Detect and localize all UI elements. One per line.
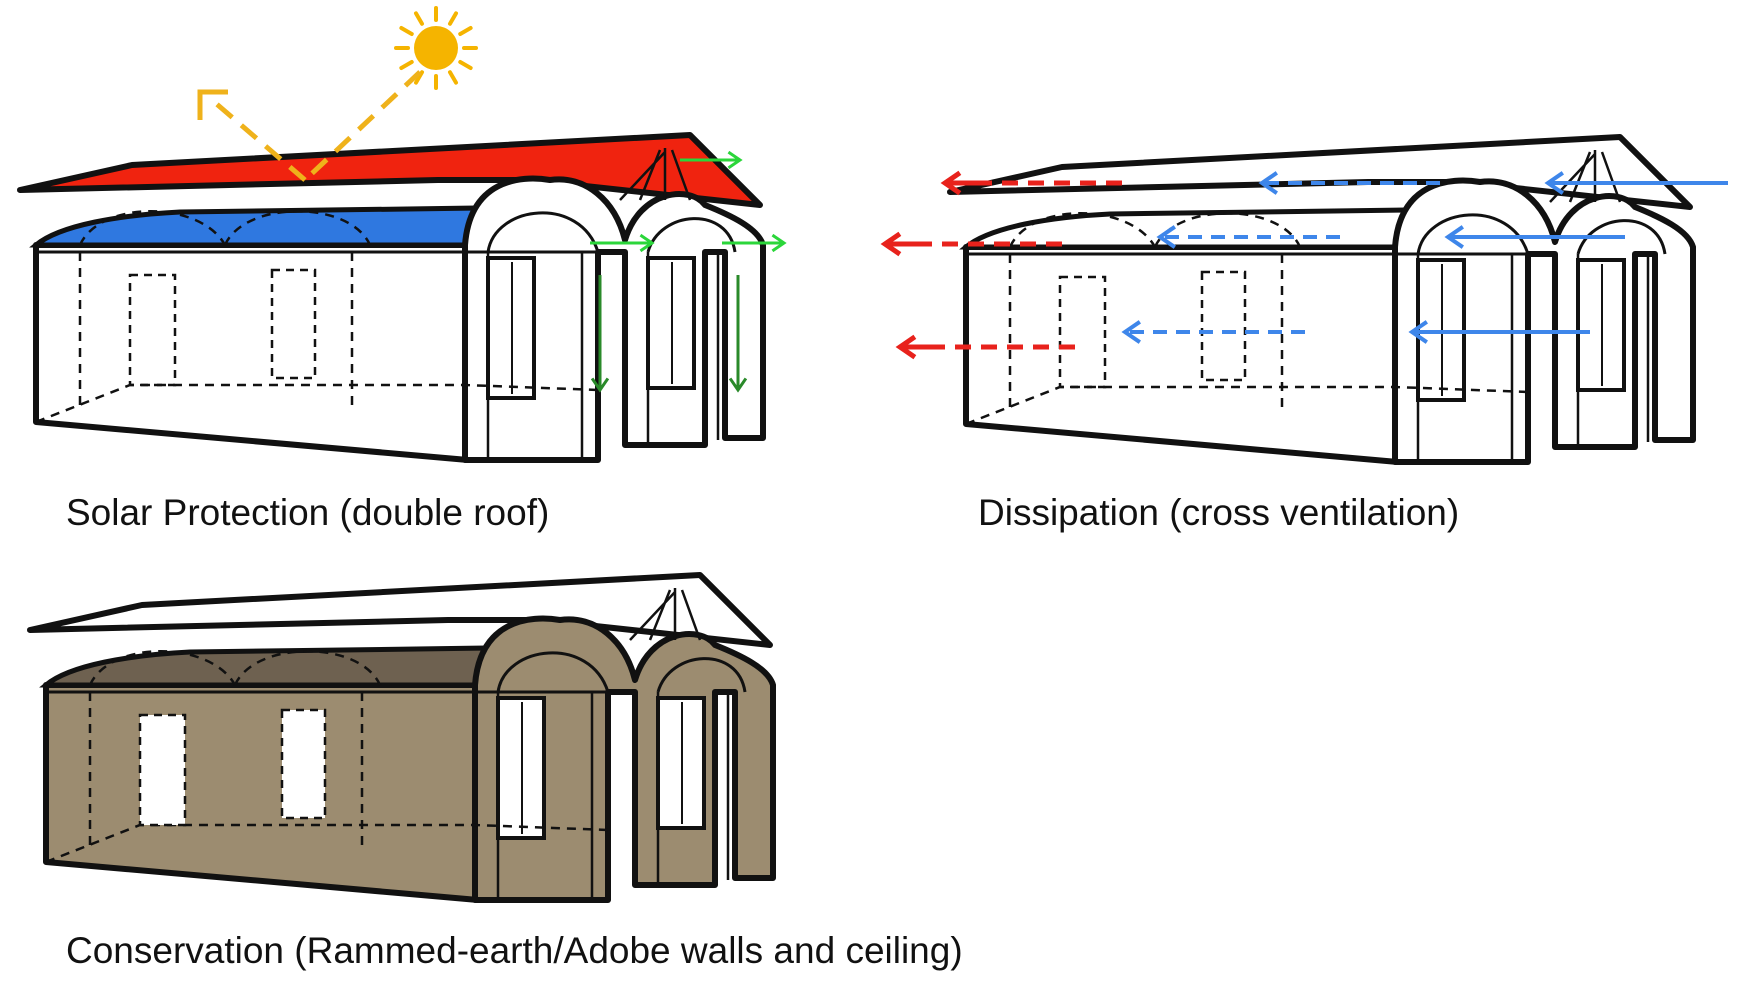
exhaust-arrows [590,150,787,253]
house-dissipation [947,134,1696,465]
caption-solar-protection: Solar Protection (double roof) [66,492,550,533]
sun-icon [394,6,478,90]
caption-dissipation: Dissipation (cross ventilation) [978,492,1460,533]
downdraft-arrows [590,275,748,393]
house-conservation [27,572,776,903]
sun-reflection-rays [197,70,422,182]
caption-conservation: Conservation (Rammed-earth/Adobe walls a… [66,930,963,971]
house-solar-protection [17,132,766,463]
cool-air-arrows [1121,171,1728,344]
hot-air-arrows [880,170,1122,360]
